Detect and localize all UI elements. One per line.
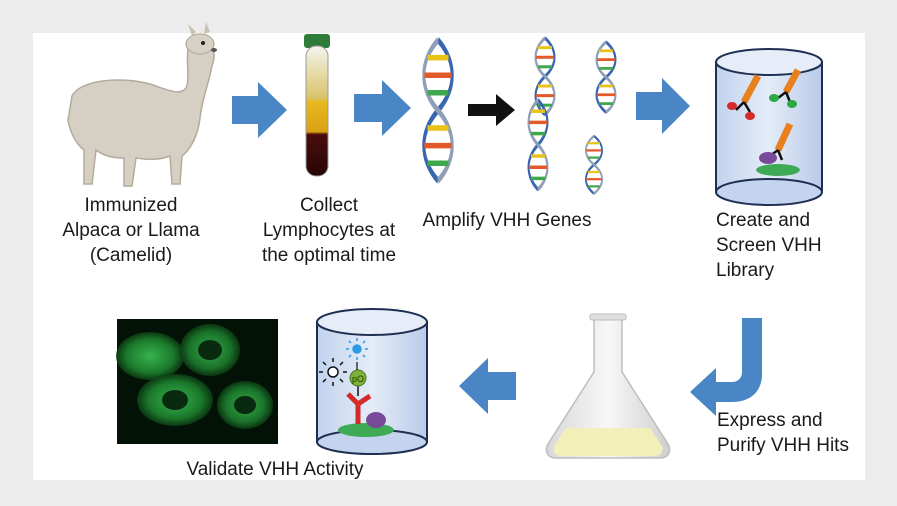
library-cylinder-illustration	[715, 48, 823, 206]
alpaca-illustration	[67, 22, 217, 187]
arrow-curve-down-left	[690, 318, 762, 416]
step-collect-label: Collect Lymphocytes at the optimal time	[261, 195, 397, 266]
arrow-left	[459, 358, 516, 414]
arrow-right-3	[636, 78, 690, 134]
blood-tube-illustration	[304, 34, 330, 177]
black-arrow	[468, 94, 515, 126]
antigen-label: pO	[352, 374, 364, 384]
flask-illustration	[545, 313, 671, 459]
validation-cylinder-illustration	[316, 308, 428, 455]
step-amplify-label: Amplify VHH Genes	[422, 210, 592, 231]
fluorescence-micrograph	[116, 319, 278, 444]
arrow-right-1	[232, 82, 287, 138]
step-library-label: Create and Screen VHH Library	[716, 210, 822, 281]
step-validate-label: Validate VHH Activity	[186, 459, 364, 480]
arrow-right-2	[354, 80, 411, 136]
dna-original-icon	[424, 40, 452, 181]
dna-copies-icon	[529, 36, 618, 195]
step-express-label: Express and Purify VHH Hits	[717, 410, 849, 456]
step-immunize-label: Immunized Alpaca or Llama (Camelid)	[62, 195, 200, 266]
